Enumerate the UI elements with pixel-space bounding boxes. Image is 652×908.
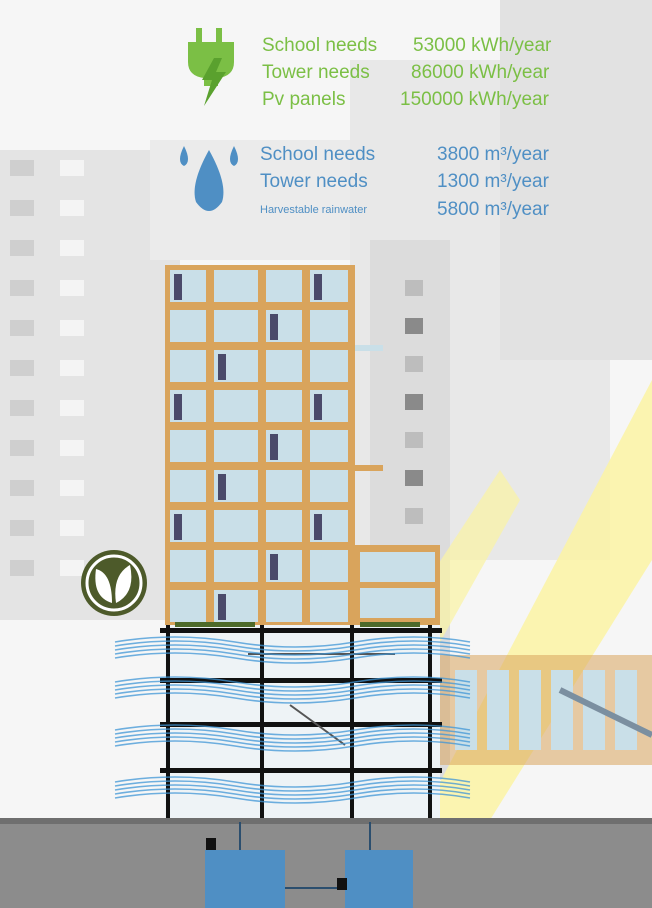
plug-lightning-icon: [186, 28, 242, 113]
water-tower-value: 1300 m³/year: [437, 171, 549, 192]
water-drops-icon: [172, 140, 244, 225]
timber-annex: [355, 545, 652, 765]
energy-school-label: School needs: [262, 35, 378, 56]
water-tower-label: Tower needs: [260, 171, 368, 192]
water-school-label: School needs: [260, 144, 376, 165]
energy-pv-value: 150000 kWh/year: [400, 89, 549, 110]
ground: [0, 818, 652, 908]
rainwater-tank-right: [345, 850, 413, 908]
leaf-circle-icon: [78, 547, 150, 624]
water-school-value: 3800 m³/year: [437, 144, 549, 165]
energy-school-value: 53000 kWh/year: [413, 35, 552, 56]
energy-pv-label: Pv panels: [262, 89, 346, 110]
rainwater-tank-left: [205, 850, 285, 908]
energy-tower-value: 86000 kWh/year: [411, 62, 550, 83]
water-rainwater-label: Harvestable rainwater: [260, 204, 367, 216]
ventilation-airflow: [114, 636, 471, 804]
timber-tower: [165, 265, 383, 625]
energy-tower-label: Tower needs: [262, 62, 370, 83]
water-rainwater-value: 5800 m³/year: [437, 199, 549, 220]
